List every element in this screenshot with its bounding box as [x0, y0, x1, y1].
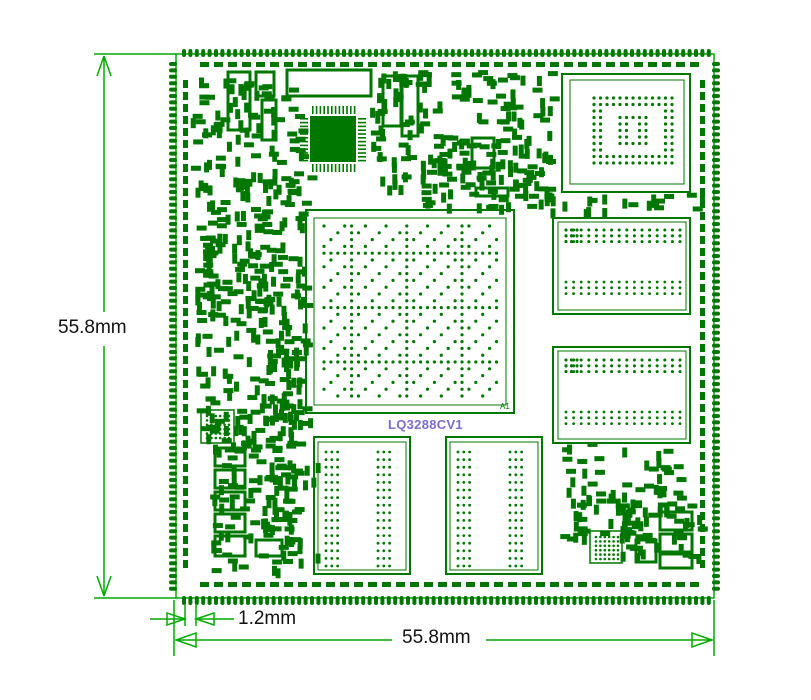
edge-pins	[169, 49, 720, 605]
qfp-ic	[300, 106, 366, 172]
ddr-chip-bottom-2	[445, 436, 543, 575]
emmc-bga	[561, 73, 691, 193]
passive-components	[190, 68, 708, 579]
pin1-marker: A1	[500, 402, 510, 411]
board-silkscreen-label: LQ3288CV1	[388, 417, 463, 432]
soc-bga: A1	[305, 209, 515, 414]
pin-pitch-dimension-label: 1.2mm	[238, 608, 297, 630]
ddr-chip-right-1	[552, 217, 691, 315]
height-dimension-label: 55.8mm	[58, 317, 127, 339]
ddr-chip-bottom-1	[313, 436, 411, 575]
dimension-lines	[94, 53, 715, 656]
qfn-bottom-right	[589, 530, 623, 564]
width-dimension-label: 55.8mm	[398, 627, 475, 649]
ddr-chip-right-2	[552, 346, 691, 444]
